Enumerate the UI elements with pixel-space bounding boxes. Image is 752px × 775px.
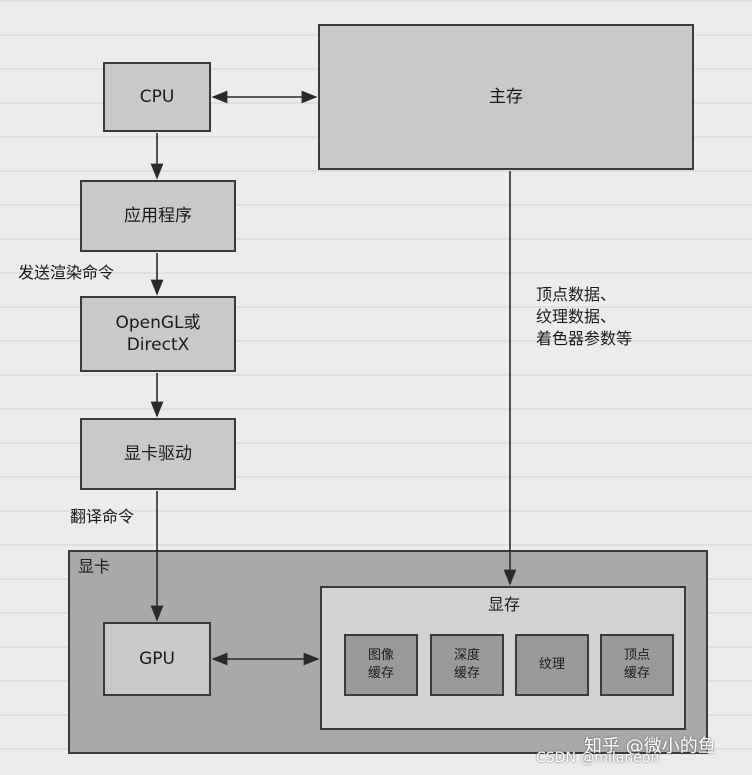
frame-buffer-box: 图像 缓存 <box>344 634 418 696</box>
depth-buffer-box: 深度 缓存 <box>430 634 504 696</box>
graphics-card-label: 显卡 <box>78 557 111 576</box>
main-memory-box: 主存 <box>318 24 694 170</box>
csdn-watermark: CSDN @milaneon <box>536 750 660 766</box>
application-box: 应用程序 <box>80 180 236 252</box>
data-transfer-label: 顶点数据、 纹理数据、 着色器参数等 <box>536 285 633 348</box>
zhihu-watermark: 知乎 @微小的鱼 <box>584 736 716 757</box>
gpu-box: GPU <box>103 622 211 696</box>
translate-command-label: 翻译命令 <box>70 507 135 526</box>
vram-label: 显存 <box>488 595 521 614</box>
texture-box: 纹理 <box>515 634 589 696</box>
graphics-driver-box: 显卡驱动 <box>80 418 236 490</box>
vertex-buffer-box: 顶点 缓存 <box>600 634 674 696</box>
opengl-directx-box: OpenGL或 DirectX <box>80 296 236 372</box>
cpu-box: CPU <box>103 62 211 132</box>
send-render-command-label: 发送渲染命令 <box>18 263 115 282</box>
